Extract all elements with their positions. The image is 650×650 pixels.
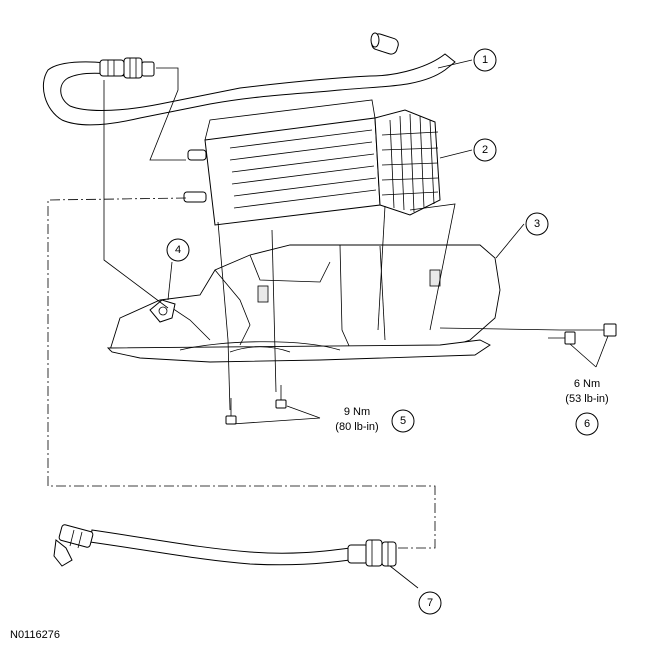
evap-canister <box>183 99 441 226</box>
callout-5-torque-lbin: (80 lb-in) <box>335 421 378 433</box>
callout-1-number: 1 <box>482 54 488 66</box>
callout-6-torque-lbin: (53 lb-in) <box>565 393 608 405</box>
callout-5: 5 9 Nm (80 lb-in) <box>335 406 415 433</box>
callout-7: 7 <box>418 591 442 615</box>
figure-id: N0116276 <box>10 629 60 641</box>
callout-7-number: 7 <box>427 597 433 609</box>
callout-1: 1 <box>473 48 497 72</box>
callout-6-number: 6 <box>584 418 590 430</box>
canister-bolt-left <box>225 398 237 425</box>
callout-leader-lines <box>167 59 609 589</box>
quick-connect-fitting-lower-right <box>347 539 397 567</box>
canister-bolt-right <box>275 385 287 409</box>
quick-connect-fitting-upper <box>99 57 155 79</box>
callout-4: 4 <box>166 238 190 262</box>
callout-3-number: 3 <box>534 218 540 230</box>
callout-3: 3 <box>525 212 549 236</box>
quick-connect-fitting-lower-left <box>53 524 94 567</box>
callout-6-torque-nm: 6 Nm <box>574 378 600 390</box>
alignment-lines <box>47 67 561 549</box>
canister-end-grid <box>381 113 439 213</box>
vapor-hose-upper <box>43 32 456 126</box>
vapor-hose-lower <box>53 524 397 567</box>
callout-2-number: 2 <box>482 144 488 156</box>
callout-5-torque-nm: 9 Nm <box>344 406 370 418</box>
callout-6: 6 6 Nm (53 lb-in) <box>565 378 609 436</box>
callout-5-number: 5 <box>400 415 406 427</box>
bracket-bolt-short <box>548 331 576 345</box>
callout-4-number: 4 <box>175 244 181 256</box>
callout-2: 2 <box>473 138 497 162</box>
bracket-bolt-long <box>560 323 617 337</box>
